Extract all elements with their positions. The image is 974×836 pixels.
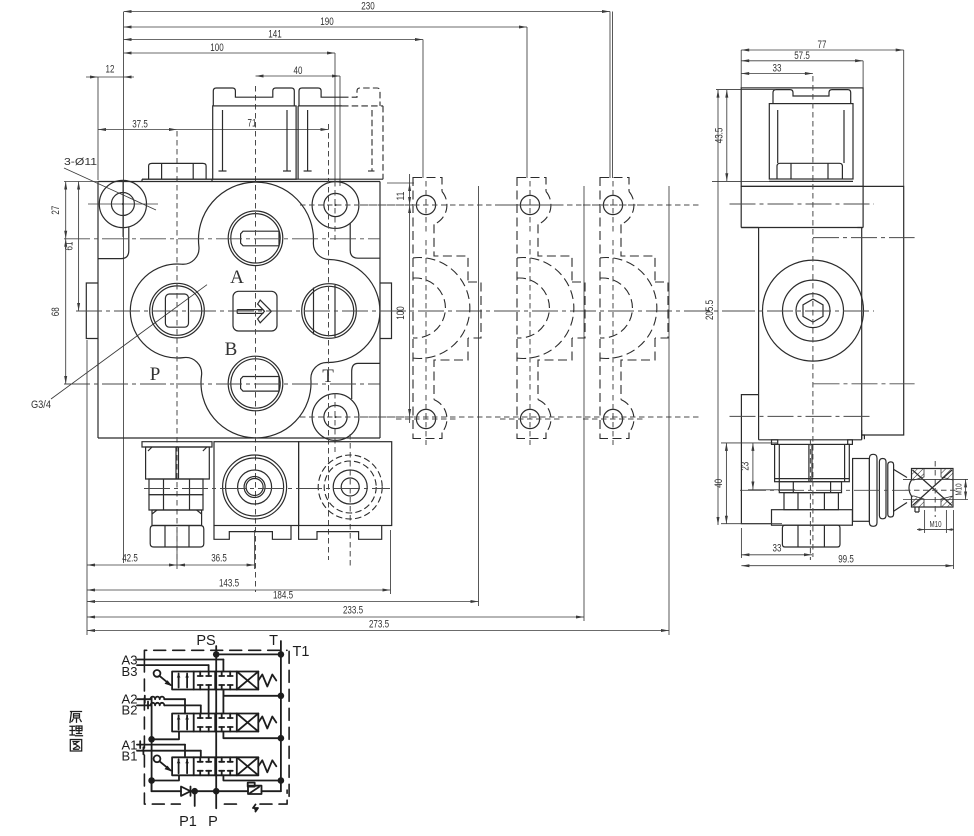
svg-text:A: A [230, 267, 244, 288]
svg-text:184.5: 184.5 [273, 590, 293, 602]
svg-text:233.5: 233.5 [343, 605, 363, 617]
svg-text:61: 61 [64, 242, 76, 251]
svg-text:100: 100 [395, 306, 407, 319]
svg-text:B: B [225, 339, 238, 360]
svg-text:27: 27 [50, 206, 62, 215]
svg-text:71: 71 [248, 118, 257, 130]
svg-text:M10: M10 [955, 483, 964, 495]
svg-text:B2: B2 [122, 703, 138, 718]
svg-text:B1: B1 [122, 749, 138, 764]
svg-text:PS: PS [196, 633, 215, 649]
svg-text:P: P [150, 364, 161, 385]
svg-text:11: 11 [395, 192, 407, 201]
svg-text:P1: P1 [179, 814, 197, 830]
svg-text:77: 77 [818, 39, 827, 51]
svg-text:B3: B3 [122, 664, 138, 679]
svg-text:T1: T1 [293, 644, 310, 660]
svg-text:A2: A2 [122, 692, 138, 707]
svg-text:57.5: 57.5 [794, 50, 810, 62]
svg-text:M10: M10 [930, 520, 942, 529]
svg-text:P: P [208, 814, 218, 830]
svg-text:100: 100 [210, 42, 223, 54]
svg-text:205.5: 205.5 [704, 300, 716, 320]
svg-text:T: T [269, 633, 278, 649]
svg-text:273.5: 273.5 [369, 619, 389, 631]
svg-text:3-Ø11: 3-Ø11 [64, 156, 97, 168]
svg-text:40: 40 [294, 65, 303, 77]
svg-text:36.5: 36.5 [211, 553, 227, 565]
svg-text:40: 40 [713, 479, 725, 488]
svg-text:37.5: 37.5 [132, 119, 148, 131]
svg-text:143.5: 143.5 [219, 578, 239, 590]
svg-text:A3: A3 [122, 653, 138, 668]
svg-text:99.5: 99.5 [838, 554, 854, 566]
svg-text:42.5: 42.5 [122, 553, 138, 565]
svg-text:12: 12 [106, 64, 115, 76]
svg-text:A1: A1 [122, 738, 138, 753]
svg-text:230: 230 [361, 1, 374, 13]
svg-text:G3/4: G3/4 [31, 399, 51, 411]
svg-text:33: 33 [773, 63, 782, 75]
svg-text:43.5: 43.5 [713, 128, 725, 144]
svg-text:190: 190 [320, 16, 333, 28]
svg-text:33: 33 [773, 543, 782, 555]
svg-text:23: 23 [740, 462, 752, 471]
svg-text:68: 68 [50, 307, 62, 316]
svg-text:141: 141 [268, 29, 281, 41]
